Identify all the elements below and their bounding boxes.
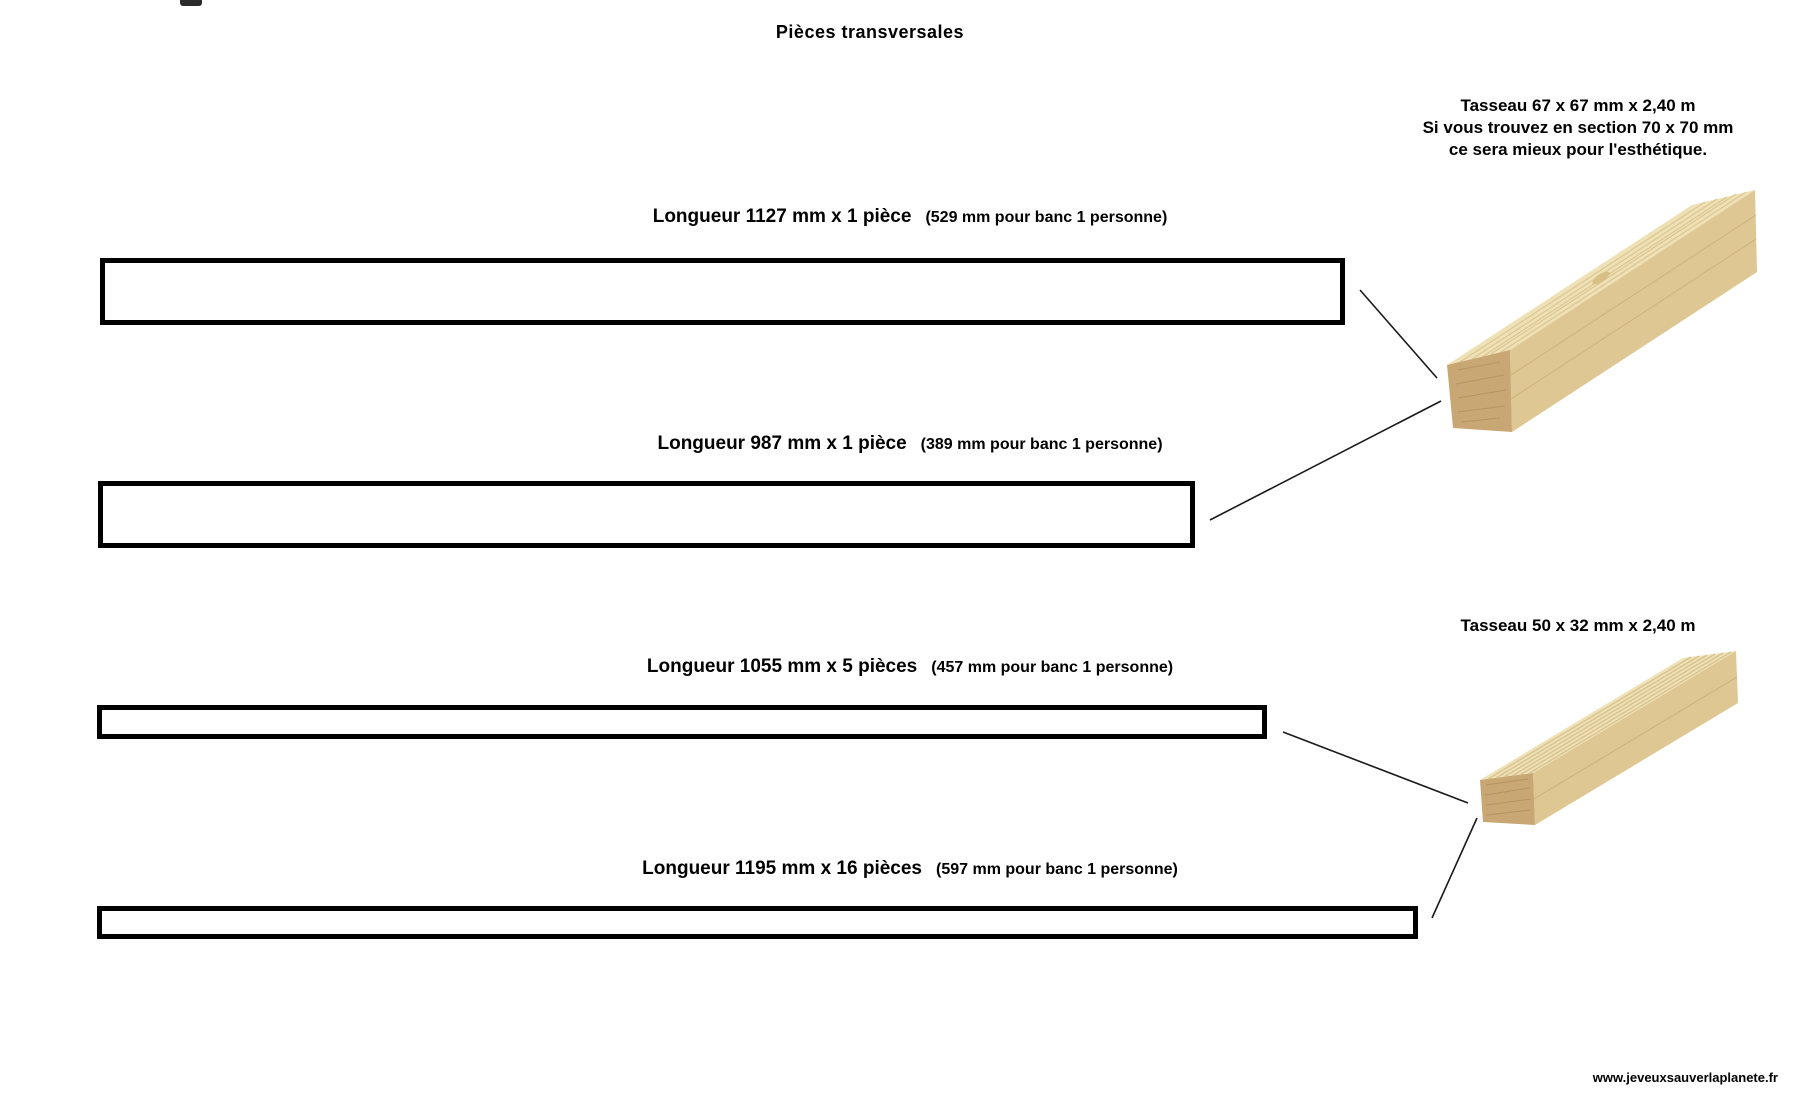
note-line: Tasseau 50 x 32 mm x 2,40 m	[1460, 616, 1696, 635]
note-tasseau-large: Tasseau 67 x 67 mm x 2,40 m Si vous trou…	[1423, 95, 1734, 161]
piece-4-length: Longueur 1195 mm x 16 pièces	[642, 858, 923, 879]
tasseau-photo-small	[1480, 651, 1738, 825]
wood-side-grain-lines	[1533, 676, 1738, 800]
wood-knot	[1592, 271, 1610, 285]
wood-end-texture	[1484, 778, 1532, 816]
piece-1-label: Longueur 1127 mm x 1 pièce (529 mm pour …	[653, 206, 1168, 228]
wood-side-face	[1510, 190, 1757, 432]
wood-side-grain-lines	[1510, 214, 1757, 400]
tasseau-photo-large	[1447, 190, 1757, 432]
piece-1-outline	[100, 258, 1345, 325]
piece-2-variant: (389 mm pour banc 1 personne)	[920, 436, 1163, 453]
note-line: Si vous trouvez en section 70 x 70 mm	[1422, 118, 1734, 137]
note-line: Tasseau 67 x 67 mm x 2,40 m	[1460, 96, 1696, 115]
piece-4-outline	[97, 906, 1418, 939]
piece-1-variant: (529 mm pour banc 1 personne)	[925, 209, 1168, 226]
piece-4-label: Longueur 1195 mm x 16 pièces (597 mm pou…	[642, 858, 1178, 880]
piece-3-length: Longueur 1055 mm x 5 pièces	[646, 656, 918, 677]
wood-end-texture	[1455, 361, 1507, 423]
piece-4-variant: (597 mm pour banc 1 personne)	[936, 861, 1178, 878]
piece-2-length: Longueur 987 mm x 1 pièce	[657, 433, 907, 454]
piece-3-outline	[97, 705, 1267, 739]
watermark-url: www.jeveuxsauverlaplanete.fr	[1592, 1070, 1778, 1085]
piece-2-outline	[98, 481, 1195, 548]
page-title: Pièces transversales	[775, 22, 965, 42]
piece-3-label: Longueur 1055 mm x 5 pièces (457 mm pour…	[647, 656, 1173, 678]
wood-grain-lines	[1487, 651, 1732, 780]
piece-1-length: Longueur 1127 mm x 1 pièce	[652, 206, 912, 227]
wood-end-face	[1480, 773, 1535, 825]
piece-3-variant: (457 mm pour banc 1 personne)	[931, 659, 1174, 676]
scan-artifact	[180, 0, 202, 6]
piece-2-label: Longueur 987 mm x 1 pièce (389 mm pour b…	[657, 433, 1162, 455]
note-tasseau-small: Tasseau 50 x 32 mm x 2,40 m	[1460, 615, 1695, 637]
note-line: ce sera mieux pour l'esthétique.	[1448, 140, 1708, 159]
